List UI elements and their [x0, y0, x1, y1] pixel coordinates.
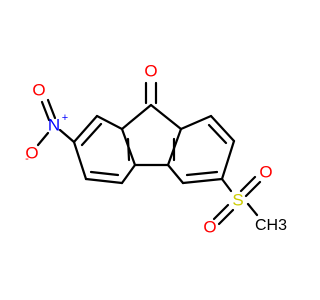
nitro-oxygen-top-label: O — [32, 80, 45, 99]
right-ring-bond-1 — [179, 114, 213, 131]
left-ring-bond-4 — [84, 177, 124, 185]
methyl-label: CH3 — [255, 217, 287, 234]
nitro-oxygen-bottom-bond — [36, 131, 50, 147]
left-ring-double-2 — [89, 170, 120, 177]
right-ring-bond-4 — [181, 177, 224, 185]
aryl-sulfur-bond — [220, 177, 233, 193]
left-ring-bond-5 — [120, 163, 137, 185]
left-ring-bond-3 — [72, 140, 88, 181]
right-ring-double-2 — [185, 170, 219, 177]
left-ring-bond-1 — [95, 114, 124, 131]
right-ring-bond-5 — [166, 163, 185, 185]
sulfonyl-oxygen-top-bond-2 — [244, 180, 262, 198]
nitro-nitrogen-label: N — [48, 115, 60, 134]
sulfonyl-oxygen-top-label: O — [259, 162, 272, 181]
sulfur-label: S — [232, 190, 243, 209]
nitro-oxygen-bottom-charge: - — [25, 153, 29, 165]
nitro-nitrogen-charge: + — [62, 112, 68, 124]
right-ring-bond-3 — [220, 139, 236, 181]
molecule-canvas: O N + O O - S O O CH3 — [25, 61, 288, 237]
sulfonyl-oxygen-bottom-label: O — [203, 217, 216, 236]
sulfonyl-oxygen-bottom-bond-1 — [212, 203, 230, 221]
sulfur-methyl-bond — [246, 202, 259, 217]
bond-c9-c9a — [120, 103, 153, 131]
nitro-oxygen-top-bond-2 — [46, 98, 57, 120]
chemical-structure: O N + O O - S O O CH3 — [25, 61, 287, 236]
nitro-oxygen-bottom-label: O — [25, 143, 38, 162]
right-ring-bond-2 — [209, 114, 236, 143]
nitro-oxygen-top-bond-1 — [40, 100, 51, 122]
right-ring-double-1 — [207, 123, 228, 145]
sulfonyl-oxygen-top-bond-1 — [239, 175, 257, 193]
left-ring-double-1 — [80, 122, 103, 147]
nitro-bond — [58, 128, 76, 144]
bond-c9-c8a — [149, 103, 183, 131]
left-ring-bond-2 — [72, 114, 99, 144]
sulfonyl-oxygen-bottom-bond-2 — [217, 208, 235, 226]
left-ring-double-3 — [126, 137, 131, 162]
ketone-oxygen-label: O — [144, 61, 157, 80]
